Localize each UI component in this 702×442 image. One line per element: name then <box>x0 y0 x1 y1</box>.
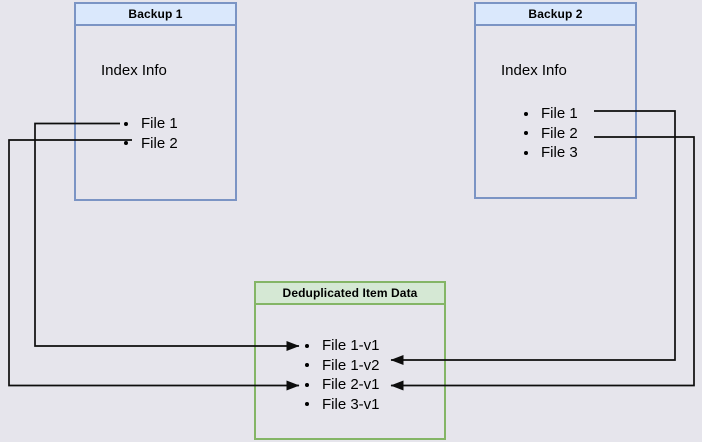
dedup-header: Deduplicated Item Data <box>256 283 444 305</box>
list-item: File 1-v2 <box>305 356 380 376</box>
bullet-icon <box>305 363 309 368</box>
backup2-box: Backup 2 Index Info File 1 File 2 File 3 <box>474 2 637 199</box>
list-item: File 3-v1 <box>305 395 380 415</box>
bullet-icon <box>524 111 528 116</box>
dedup-file3-v1-label: File 3-v1 <box>322 395 380 413</box>
bullet-icon <box>524 150 528 155</box>
backup2-header: Backup 2 <box>476 4 635 26</box>
list-item: File 2 <box>124 134 178 154</box>
bullet-icon <box>124 121 128 126</box>
list-item: File 3 <box>524 143 578 163</box>
backup2-index-info-label: Index Info <box>501 62 567 79</box>
list-item: File 1 <box>124 114 178 134</box>
backup1-file2-label: File 2 <box>141 134 178 152</box>
list-item: File 2-v1 <box>305 375 380 395</box>
backup1-file1-label: File 1 <box>141 115 178 133</box>
dedup-file1-v1-label: File 1-v1 <box>322 337 380 355</box>
bullet-icon <box>524 131 528 136</box>
backup1-index-info-label: Index Info <box>101 62 167 79</box>
backup1-header: Backup 1 <box>76 4 235 26</box>
backup2-file-list: File 1 File 2 File 3 <box>524 104 578 163</box>
list-item: File 1-v1 <box>305 336 380 356</box>
dedup-file-list: File 1-v1 File 1-v2 File 2-v1 File 3-v1 <box>305 336 380 414</box>
backup2-file2-label: File 2 <box>541 124 578 142</box>
bullet-icon <box>305 343 309 348</box>
dedup-file2-v1-label: File 2-v1 <box>322 376 380 394</box>
list-item: File 1 <box>524 104 578 124</box>
backup2-file1-label: File 1 <box>541 105 578 123</box>
bullet-icon <box>305 382 309 387</box>
bullet-icon <box>124 141 128 146</box>
bullet-icon <box>305 402 309 407</box>
backup1-file-list: File 1 File 2 <box>124 114 178 153</box>
list-item: File 2 <box>524 124 578 144</box>
backup2-file3-label: File 3 <box>541 144 578 162</box>
backup1-box: Backup 1 Index Info File 1 File 2 <box>74 2 237 201</box>
deduplicated-item-data-box: Deduplicated Item Data File 1-v1 File 1-… <box>254 281 446 440</box>
dedup-file1-v2-label: File 1-v2 <box>322 356 380 374</box>
